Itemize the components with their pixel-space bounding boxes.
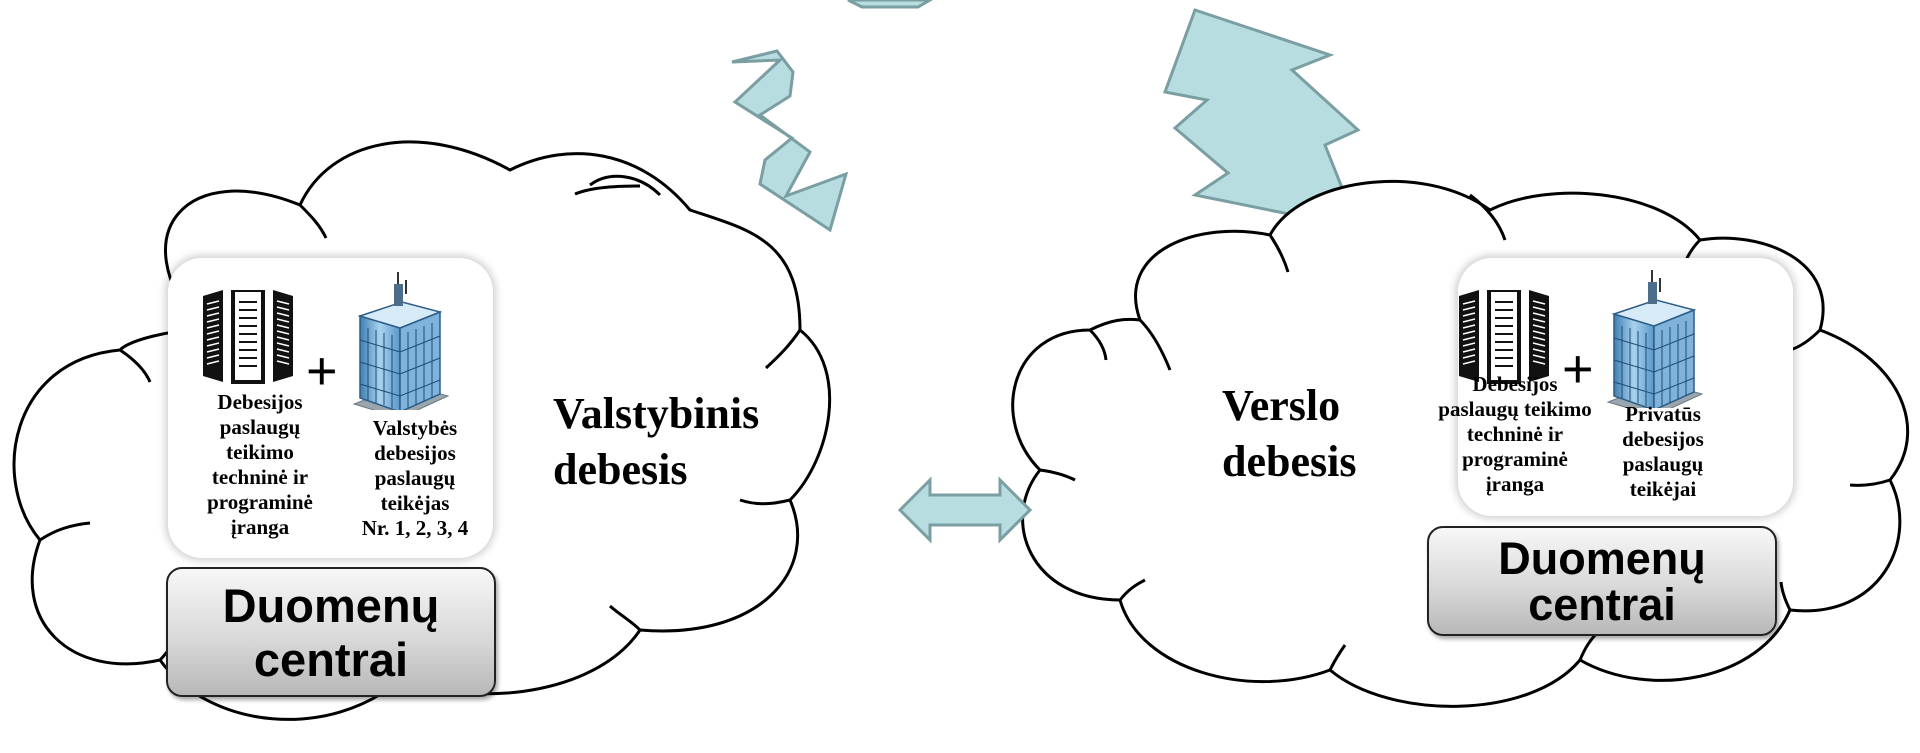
office-building-icon [353, 271, 449, 410]
left-provider-label: Valstybės debesijos paslaugų teikėjas Nr… [361, 416, 469, 540]
office-building-icon [1607, 269, 1703, 408]
server-rack-icon [203, 290, 295, 384]
double-arrow-icon [1162, 8, 1361, 231]
right-provider-label: Privatūs debesijos paslaugų teikėjai [1622, 402, 1704, 501]
plus-sign: + [1562, 339, 1594, 399]
double-arrow-icon [731, 49, 849, 233]
left-hardware-label: Debesijos paslaugų teikimo techninė ir p… [207, 390, 313, 539]
left-datacenter-box: Duomenų centrai [166, 567, 496, 697]
right-hardware-label: Debesijos paslaugų teikimo techninė ir p… [1438, 372, 1592, 496]
top-arrow-fragment [847, 0, 933, 9]
plus-sign: + [306, 341, 338, 401]
double-arrow-icon [897, 476, 1033, 544]
right-datacenter-box: Duomenų centrai [1427, 526, 1777, 636]
left-cloud-title: Valstybinis debesis [553, 389, 760, 494]
right-cloud-title: Verslo debesis [1222, 381, 1357, 486]
